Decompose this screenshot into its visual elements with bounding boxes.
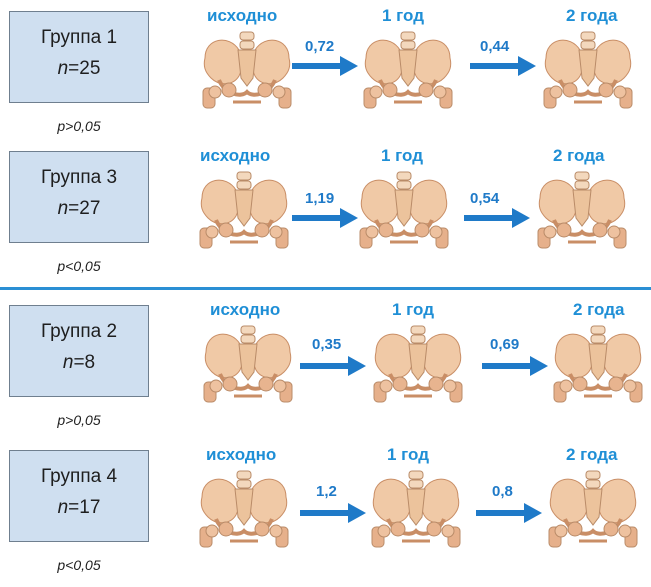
group-box: Группа 2 n=8 xyxy=(9,305,149,397)
n-value: =8 xyxy=(73,352,95,373)
p-value: p>0,05 xyxy=(9,412,149,428)
group-name: Группа 3 xyxy=(10,167,148,189)
stage-label-year2: 2 года xyxy=(566,445,617,465)
group-row: Группа 4 n=17 p<0,05 исходно 1,2 1 год 0… xyxy=(0,447,651,587)
group-sample-size: n=8 xyxy=(10,352,148,374)
change-value-2: 0,44 xyxy=(480,38,509,55)
pelvis-year2-icon xyxy=(550,322,646,404)
n-value: =27 xyxy=(68,198,100,219)
group-box: Группа 3 n=27 xyxy=(9,151,149,243)
group-name: Группа 1 xyxy=(10,27,148,49)
pelvis-year1-icon xyxy=(360,28,456,110)
arrow-right-icon xyxy=(482,356,548,376)
stage-label-year1: 1 год xyxy=(392,300,434,320)
arrow-right-icon xyxy=(292,208,358,228)
change-value-2: 0,69 xyxy=(490,336,519,353)
group-sample-size: n=27 xyxy=(10,198,148,220)
group-sample-size: n=25 xyxy=(10,58,148,80)
pelvis-year1-icon xyxy=(368,467,464,549)
pelvis-baseline-icon xyxy=(196,168,292,250)
stage-label-year1: 1 год xyxy=(381,146,423,166)
group-box: Группа 4 n=17 xyxy=(9,450,149,542)
n-symbol: n xyxy=(58,497,69,518)
arrow-right-icon xyxy=(464,208,530,228)
stage-label-year2: 2 года xyxy=(573,300,624,320)
arrow-right-icon xyxy=(300,356,366,376)
pelvis-year2-icon xyxy=(545,467,641,549)
n-symbol: n xyxy=(63,352,74,373)
stage-label-baseline: исходно xyxy=(206,445,276,465)
stage-label-year2: 2 года xyxy=(553,146,604,166)
change-value-1: 1,2 xyxy=(316,483,337,500)
arrow-right-icon xyxy=(470,56,536,76)
arrow-right-icon xyxy=(300,503,366,523)
stage-label-baseline: исходно xyxy=(207,6,277,26)
n-symbol: n xyxy=(58,58,69,79)
group-name: Группа 4 xyxy=(10,466,148,488)
change-value-1: 0,72 xyxy=(305,38,334,55)
change-value-1: 0,35 xyxy=(312,336,341,353)
pelvis-year2-icon xyxy=(534,168,630,250)
stage-label-baseline: исходно xyxy=(210,300,280,320)
n-value: =17 xyxy=(68,497,100,518)
change-value-2: 0,8 xyxy=(492,483,513,500)
p-value: p<0,05 xyxy=(9,557,149,573)
pelvis-baseline-icon xyxy=(200,322,296,404)
group-box: Группа 1 n=25 xyxy=(9,11,149,103)
group-row: Группа 3 n=27 p<0,05 исходно 1,19 1 год … xyxy=(0,148,651,288)
arrow-right-icon xyxy=(476,503,542,523)
pelvis-year2-icon xyxy=(540,28,636,110)
n-symbol: n xyxy=(58,198,69,219)
pelvis-baseline-icon xyxy=(196,467,292,549)
pelvis-baseline-icon xyxy=(199,28,295,110)
arrow-right-icon xyxy=(292,56,358,76)
pelvis-year1-icon xyxy=(356,168,452,250)
stage-label-year1: 1 год xyxy=(382,6,424,26)
stage-label-baseline: исходно xyxy=(200,146,270,166)
n-value: =25 xyxy=(68,58,100,79)
group-sample-size: n=17 xyxy=(10,497,148,519)
group-row: Группа 2 n=8 p>0,05 исходно 0,35 1 год 0… xyxy=(0,302,651,442)
stage-label-year1: 1 год xyxy=(387,445,429,465)
p-value: p<0,05 xyxy=(9,258,149,274)
pelvis-year1-icon xyxy=(370,322,466,404)
stage-label-year2: 2 года xyxy=(566,6,617,26)
group-name: Группа 2 xyxy=(10,321,148,343)
p-value: p>0,05 xyxy=(9,118,149,134)
change-value-2: 0,54 xyxy=(470,190,499,207)
section-divider xyxy=(0,287,651,290)
change-value-1: 1,19 xyxy=(305,190,334,207)
group-row: Группа 1 n=25 p>0,05 исходно 0,72 1 год … xyxy=(0,8,651,148)
